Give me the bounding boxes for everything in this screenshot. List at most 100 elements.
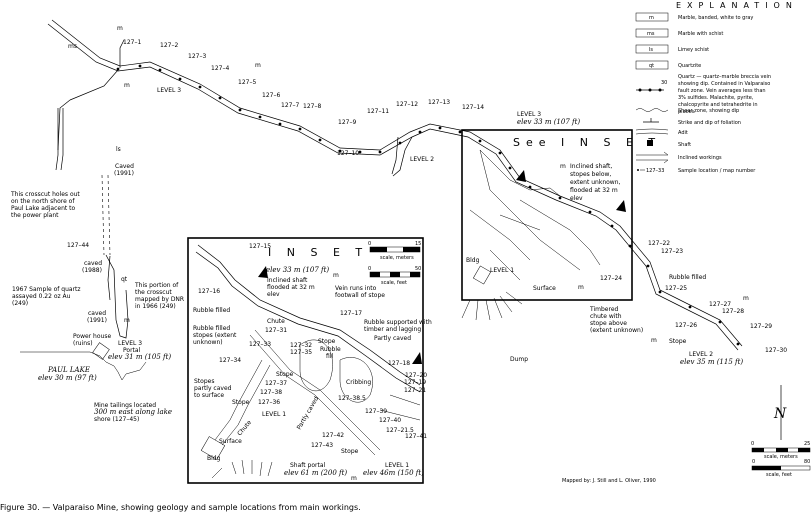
vein-dot	[458, 130, 462, 134]
caved-1991-low: caved (1991)	[87, 310, 107, 324]
inset-rubble-filled: Rubble filled	[193, 307, 230, 314]
caved-1991-top: Caved (1991)	[114, 163, 134, 177]
vein-dot	[238, 108, 242, 112]
scale-m-max: 25	[804, 441, 810, 447]
vein-dot	[508, 166, 512, 170]
sample-1967-note: 1967 Sample of quartz assayed 0.22 oz Au…	[12, 286, 81, 307]
inset-scale-m-label: scale, meters	[380, 255, 414, 261]
vein-dot	[116, 67, 120, 71]
rock-label-ms: ms	[68, 43, 77, 50]
paul-lake-label: PAUL LAKE elev 30 m (97 ft)	[38, 366, 97, 382]
vein-dot	[158, 68, 162, 72]
vein-dot	[478, 139, 482, 143]
sample-label: 127–1	[123, 39, 141, 46]
svg-text:caved: caved	[84, 260, 102, 267]
explanation-symbols	[635, 12, 669, 171]
svg-text:300 m east along lake: 300 m east along lake	[94, 408, 172, 416]
legend-foliation: Strike and dip of foliation	[678, 120, 741, 126]
rock-label-qt: qt	[121, 276, 128, 283]
inset-rubble-timber: Rubble supported with timber and lagging	[364, 319, 432, 333]
svg-text:(ruins): (ruins)	[73, 340, 93, 347]
svg-text:1967 Sample of quartz: 1967 Sample of quartz	[12, 286, 81, 293]
inset-title: I N S E T	[268, 246, 368, 259]
sample-label: 127–40	[379, 417, 401, 424]
legend-sample: Sample location / map number	[678, 168, 756, 174]
sample-label: 127–11	[367, 108, 389, 115]
inset-bldg: Bldg	[207, 455, 221, 462]
main-surface-label: Surface	[533, 285, 556, 292]
main-scale-feet	[751, 465, 811, 471]
inset-stope-3: Stope	[232, 399, 250, 406]
vein-dot	[558, 196, 562, 200]
inset-partly-caved-diag: Partly caved	[296, 395, 321, 431]
svg-text:the crosscut: the crosscut	[135, 289, 172, 296]
svg-text:elev 61 m (200 ft): elev 61 m (200 ft)	[284, 469, 347, 477]
dump-label: Dump	[510, 356, 528, 363]
sample-label: 127–19	[404, 379, 426, 386]
rock-label-m: m	[117, 25, 123, 32]
sample-label: 127–20	[405, 372, 427, 379]
svg-text:assayed 0.22 oz Au: assayed 0.22 oz Au	[12, 293, 71, 300]
svg-text:This crosscut holes out: This crosscut holes out	[10, 191, 80, 198]
inset-scale-m-min: 0	[368, 241, 371, 247]
svg-text:(249): (249)	[12, 300, 28, 307]
rock-label-m: m	[124, 317, 130, 324]
sample-label: 127–18	[388, 360, 410, 367]
rock-label-m: m	[578, 284, 584, 291]
vein-dot	[498, 151, 502, 155]
vein-dot	[138, 64, 142, 68]
level3-elev: elev 33 m (107 ft)	[517, 118, 580, 126]
svg-text:Vein runs into: Vein runs into	[335, 285, 377, 292]
inset-stope: Stope	[318, 338, 336, 345]
svg-text:mapped by DNR: mapped by DNR	[135, 296, 184, 303]
svg-text:chute with: chute with	[590, 313, 622, 320]
svg-text:partly caved: partly caved	[194, 385, 232, 392]
svg-text:flooded at 32 m: flooded at 32 m	[267, 284, 315, 291]
legend-label-m: Marble, banded, white to gray	[678, 15, 753, 21]
main-stope-label: Stope	[669, 338, 687, 345]
see-inset-label: See I N S E T	[513, 136, 661, 149]
sample-label: 127–6	[262, 92, 280, 99]
sample-label: 127–26	[675, 322, 697, 329]
vein-dot	[528, 185, 532, 189]
svg-text:Shaft portal: Shaft portal	[290, 462, 326, 469]
legend-label-ls: Limey schist	[678, 47, 709, 53]
sample-label: 127–30	[765, 347, 787, 354]
vein-dot	[178, 77, 182, 81]
sample-label: 127–5	[238, 79, 256, 86]
vein-dot	[688, 305, 692, 309]
main-shaft-icon	[516, 170, 526, 182]
legend-shaft: Shaft	[678, 142, 691, 148]
svg-text:the power plant: the power plant	[11, 212, 59, 219]
svg-text:footwall of stope: footwall of stope	[335, 292, 385, 299]
vein-dot	[258, 115, 262, 119]
sample-label: 127–16	[198, 288, 220, 295]
vein-dot	[198, 85, 202, 89]
main-bldg-label: Bldg	[466, 257, 480, 264]
svg-text:elev: elev	[570, 195, 583, 202]
inset-scale-m-max: 15	[415, 241, 421, 247]
svg-text:Timbered: Timbered	[589, 306, 619, 313]
legend-vein-text: Quartz — quartz–marble breccia vein show…	[678, 74, 771, 115]
legend-symbol-m: m	[649, 15, 654, 21]
vein-dot	[318, 138, 322, 142]
see-inset-box	[461, 129, 633, 301]
legend-symbol-ms: ms	[647, 31, 655, 37]
svg-text:PAUL LAKE: PAUL LAKE	[47, 366, 90, 374]
svg-text:places.: places.	[678, 109, 696, 115]
vein-dot	[610, 224, 614, 228]
svg-text:elev 30 m (97 ft): elev 30 m (97 ft)	[38, 374, 97, 382]
sample-label: 127–4	[211, 65, 229, 72]
power-house-symbol	[92, 342, 110, 360]
scale-m-min: 0	[751, 441, 754, 447]
sample-label: 127–44	[67, 242, 89, 249]
inset-shaft-icon-2	[412, 352, 422, 364]
legend-label-qt: Quartzite	[678, 63, 701, 69]
vein-dot	[628, 244, 632, 248]
legend-vein-dip: 30	[661, 80, 667, 86]
inset-stope-4: Stope	[341, 448, 359, 455]
svg-text:Inclined shaft: Inclined shaft	[267, 277, 308, 284]
vein-dot	[398, 141, 402, 145]
main-shaft-icon-2	[616, 200, 626, 212]
